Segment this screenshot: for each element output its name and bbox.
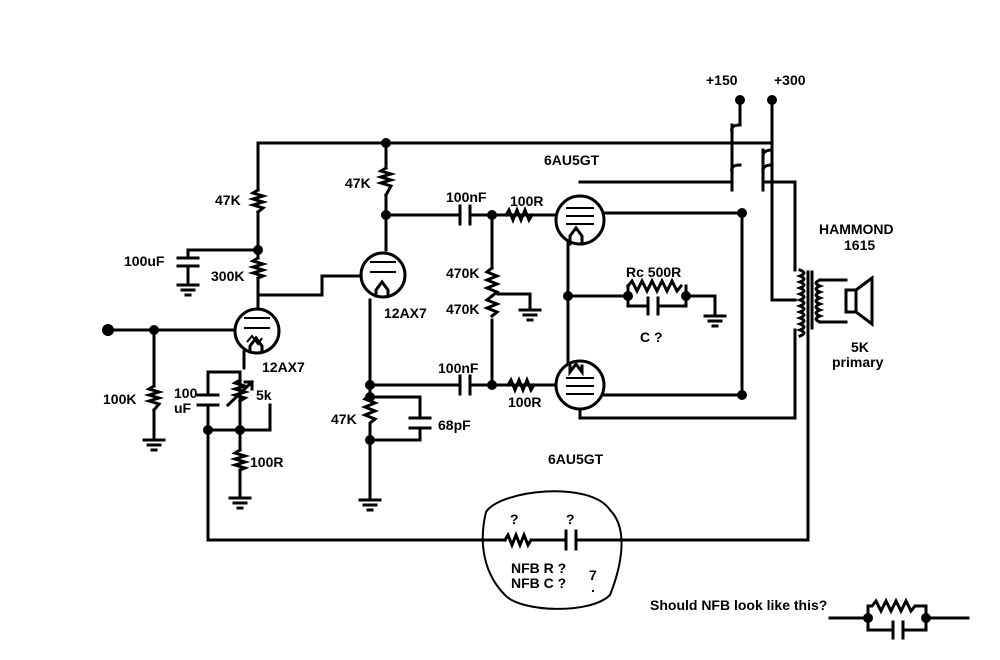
junction [149,325,159,335]
speaker-icon [844,275,874,327]
nfb-r-line: NFB R ? [511,560,566,576]
junction [735,95,745,105]
ground-icon [703,314,727,328]
output-transformer [795,268,848,338]
coupling-grid-r-top-label: 470K [446,265,479,281]
nfb-example [828,597,970,640]
resistor-470k-bottom [482,293,502,319]
nfb-r-question: ? [510,511,519,527]
nfb-mark: 7 [589,567,597,583]
tube-stage2-12ax7 [359,251,407,299]
tube-output-bottom-6au5gt [554,359,606,411]
nfb-outline [481,490,623,610]
ground-icon [142,438,166,452]
coupling-r-top-label: 100R [510,193,543,209]
coupling-grid-r-bottom-label: 470K [446,301,479,317]
capacitor-100nf-bottom [458,374,472,396]
output-rc-label: Rc 500R [626,264,681,280]
ground-icon [518,308,542,322]
stage1-bypass-c-label-top: 100 [174,385,198,401]
supply-hops [730,123,774,174]
wiring [106,98,810,542]
junction [203,425,213,435]
output-c-label: C ? [640,329,663,345]
resistor-47k-stage2 [375,165,397,198]
nfb-mark-dot: . [591,579,595,595]
stage1-bypass-c-label-bottom: uF [174,400,192,416]
junction [381,210,391,220]
resistor-100k [143,383,165,413]
coupling-c-top-label: 100nF [446,189,487,205]
resistors [143,165,684,550]
capacitor-68pf [408,416,432,430]
grounds [142,308,727,512]
junction [487,380,497,390]
junction [487,210,497,220]
stage1-plate-r-label: 47K [215,192,241,208]
supply-b1-label: +150 [706,72,738,88]
transformer-name-label: HAMMOND [819,221,894,237]
resistor-470k-top [482,265,502,299]
pot-5k [225,377,255,408]
stage1-pot-label: 5k [256,387,272,403]
tube-output-top-6au5gt [554,194,606,246]
labels: +150 +300 47K 100uF 300K 12AX7 100K 100 … [103,72,894,613]
coupling-c-bottom-label: 100nF [438,360,479,376]
primary-value-label: 5K [851,339,869,355]
junction [235,425,245,435]
supply-b2-label: +300 [774,72,806,88]
capacitor-nfb [564,529,578,551]
resistor-100r-bottom [505,375,537,395]
junction [623,291,633,301]
ground-decouple [176,283,200,297]
resistor-47k-cathode [360,392,380,441]
stage2-cathode-r-label: 47K [331,411,357,427]
resistor-rc [625,277,684,295]
junction [253,245,263,255]
capacitor-100uf-decouple [176,256,200,268]
stage1-grid-r-label: 100K [103,391,136,407]
stage1-decouple-c-label: 100uF [124,253,165,269]
junctions [102,95,777,445]
stage2-tube-label: 12AX7 [384,305,427,321]
ground-icon [358,498,382,512]
junction [767,95,777,105]
stage2-plate-r-label: 47K [345,175,371,191]
stage1-cathode-r-label: 100R [250,454,283,470]
transformer-model-label: 1615 [844,237,875,253]
resistor-nfb [502,530,534,550]
junction [102,324,114,336]
nfb-question: Should NFB look like this? [650,597,827,613]
resistor-100r-top [503,205,535,225]
ground-icon [228,496,252,510]
junction [365,380,375,390]
nfb-c-question: ? [566,511,575,527]
junction [381,138,391,148]
output-tube-bottom-label: 6AU5GT [548,451,604,467]
junction [737,390,747,400]
junction [681,291,691,301]
stage1-load-r-label: 300K [211,268,244,284]
primary-label: primary [832,354,884,370]
coupling-r-bottom-label: 100R [508,394,541,410]
stage2-cathode-c-label: 68pF [438,417,471,433]
resistor-100r-stage1 [229,447,251,472]
resistor-300k [247,255,269,280]
nfb-c-line: NFB C ? [511,575,566,591]
junction [563,291,573,301]
output-tube-top-label: 6AU5GT [544,152,600,168]
capacitor-c [646,296,660,316]
stage1-tube-label: 12AX7 [262,359,305,375]
resistor-47k-stage1 [247,187,269,215]
junction [737,208,747,218]
capacitor-100nf-top [458,204,472,226]
tube-stage1-12ax7 [233,307,281,355]
capacitors [176,204,660,551]
capacitor-100uf-bypass [196,393,220,407]
